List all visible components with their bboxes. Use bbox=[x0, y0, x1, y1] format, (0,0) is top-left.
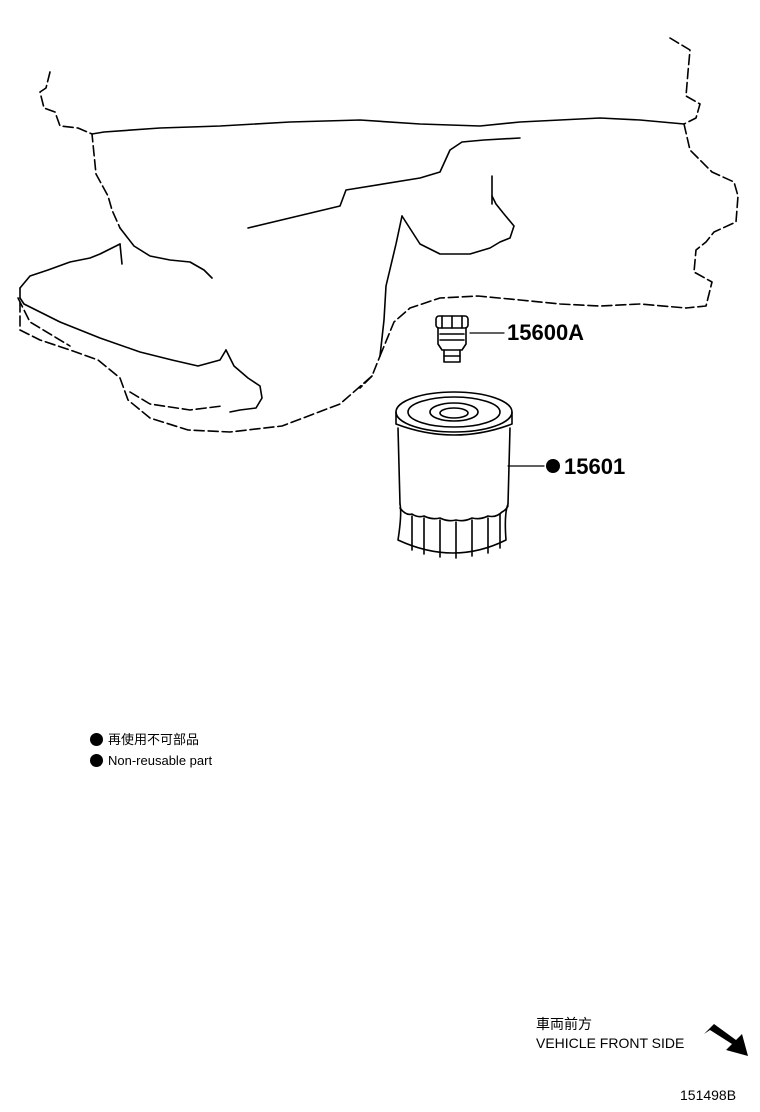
non-reusable-marker bbox=[546, 459, 560, 473]
orientation-label-jp: 車両前方 bbox=[536, 1016, 592, 1032]
orientation-label-en: VEHICLE FRONT SIDE bbox=[536, 1035, 685, 1051]
legend-label-en: Non-reusable part bbox=[108, 753, 213, 768]
legend-bullet-icon bbox=[90, 733, 103, 746]
engine-phantom-outline bbox=[17, 37, 739, 433]
part-number-15600a: 15600A bbox=[507, 320, 585, 345]
legend-label-jp: 再使用不可部品 bbox=[108, 732, 200, 747]
drawing-number: 151498B bbox=[680, 1087, 737, 1103]
legend-bullet-icon bbox=[90, 754, 103, 767]
legend-row-jp: 再使用不可部品 bbox=[90, 733, 199, 746]
engine-solid-outline bbox=[19, 117, 685, 413]
oil-filter-15601 bbox=[395, 391, 545, 559]
part-number-15601: 15601 bbox=[564, 454, 626, 479]
drain-plug-15600a bbox=[435, 315, 505, 363]
vehicle-front-arrow-icon bbox=[704, 1024, 748, 1056]
legend-row-en: Non-reusable part bbox=[90, 754, 212, 767]
